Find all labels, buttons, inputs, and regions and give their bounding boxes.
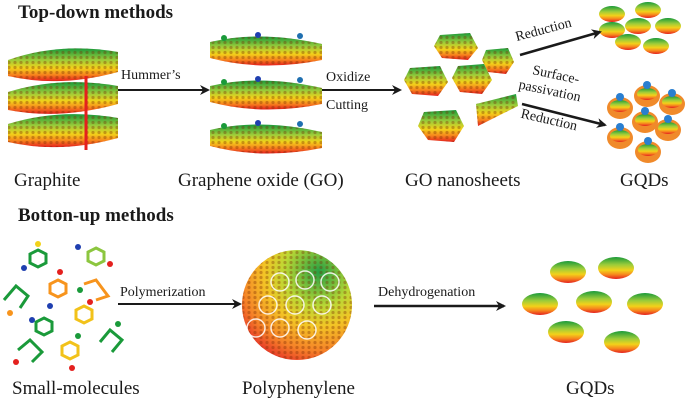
- graphite-layer: [8, 114, 118, 148]
- molecule: [47, 269, 68, 309]
- molecule: [77, 278, 111, 302]
- passivated-gqd: [607, 123, 633, 149]
- gqd-dot: [643, 38, 669, 54]
- hummers-label: Hummer’s: [121, 68, 181, 83]
- molecule: [74, 299, 94, 325]
- gqd-dot: [635, 2, 661, 18]
- dehydrogenation-label: Dehydrogenation: [378, 285, 476, 300]
- reduction-arrow-upper: [519, 29, 602, 57]
- molecule: [2, 283, 30, 316]
- gqd-dot: [627, 293, 663, 315]
- nanosheet: [418, 110, 464, 142]
- cutting-label: Cutting: [326, 98, 369, 113]
- gqd-dot: [615, 34, 641, 50]
- nanosheet: [434, 33, 478, 60]
- nanosheet: [476, 94, 518, 126]
- go-layer: [210, 120, 322, 154]
- passivation-reduction-arrow: [521, 102, 607, 128]
- go-layer: [210, 32, 322, 66]
- stage-gqds-top: GQDs: [620, 170, 669, 191]
- nanosheet: [404, 66, 448, 96]
- molecule: [75, 244, 113, 267]
- gqd-dot: [598, 257, 634, 279]
- gqd-dot: [625, 18, 651, 34]
- passivated-gqd: [655, 115, 681, 141]
- passivated-gqd: [634, 81, 660, 107]
- go-nanosheets-structure: [404, 33, 518, 142]
- nanosheet: [482, 48, 514, 74]
- molecule: [13, 337, 45, 365]
- stage-graphene-oxide: Graphene oxide (GO): [178, 170, 344, 191]
- gqd-dot: [548, 321, 584, 343]
- molecule: [60, 333, 81, 371]
- polymerization-label: Polymerization: [120, 285, 206, 300]
- stage-gqds-bottom: GQDs: [566, 378, 615, 399]
- molecule: [21, 241, 48, 271]
- gqd-dot: [599, 6, 625, 22]
- molecule: [98, 321, 125, 353]
- gqd-dot: [655, 18, 681, 34]
- stage-polyphenylene: Polyphenylene: [242, 378, 355, 399]
- passivated-gqd: [659, 89, 685, 115]
- passivated-gqd: [635, 137, 661, 163]
- small-molecules-structure: [2, 241, 125, 371]
- graphite-layer: [8, 48, 118, 82]
- stage-go-nanosheets: GO nanosheets: [405, 170, 521, 191]
- passivated-gqd: [632, 107, 658, 133]
- gqds-upper: [599, 2, 681, 54]
- stage-graphite: Graphite: [14, 170, 81, 191]
- bottom-up-heading: Botton-up methods: [18, 205, 174, 226]
- stage-small-molecules: Small-molecules: [12, 378, 140, 399]
- gqd-dot: [599, 22, 625, 38]
- oxidize-label: Oxidize: [326, 70, 371, 85]
- gqd-dot: [604, 331, 640, 353]
- gqd-dot: [522, 293, 558, 315]
- gqd-dot: [576, 291, 612, 313]
- polyphenylene-structure: [242, 250, 352, 360]
- graphene-oxide-structure: [210, 32, 322, 154]
- gqds-bottom: [522, 257, 663, 353]
- top-down-heading: Top-down methods: [18, 2, 174, 23]
- molecule: [29, 316, 54, 337]
- passivated-gqd: [607, 93, 633, 119]
- graphite-structure: [8, 48, 118, 150]
- gqd-dot: [550, 261, 586, 283]
- go-layer: [210, 76, 322, 110]
- nanosheet: [452, 64, 492, 94]
- gqds-passivated: [607, 81, 685, 163]
- graphite-layer: [8, 82, 118, 114]
